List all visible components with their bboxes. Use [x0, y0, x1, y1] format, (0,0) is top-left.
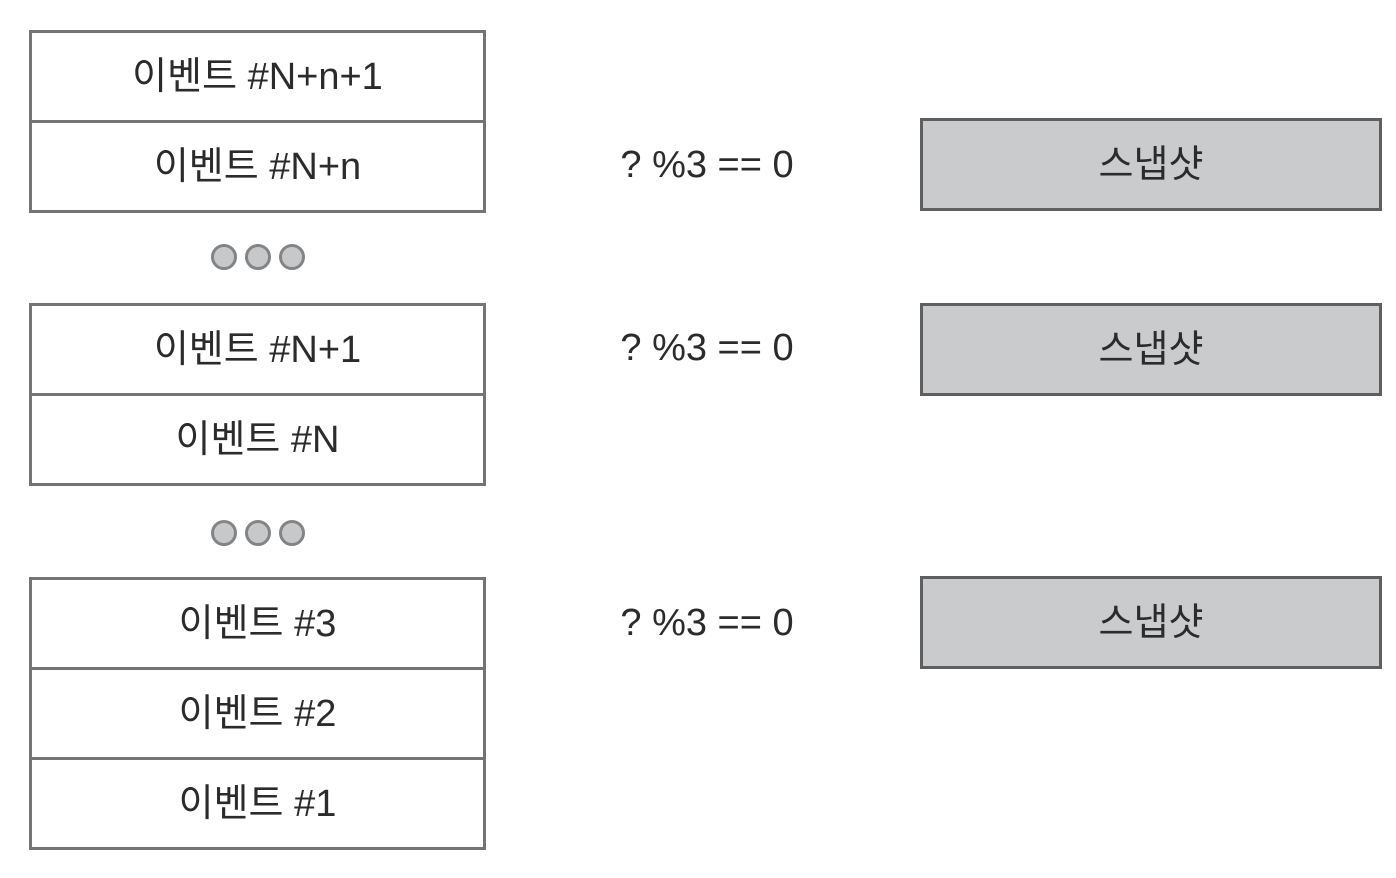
dot-icon: [211, 244, 237, 270]
dot-icon: [245, 244, 271, 270]
event-label: 이벤트 #N+1: [153, 328, 362, 371]
event-label: 이벤트 #N+n+1: [132, 55, 383, 98]
dot-icon: [279, 520, 305, 546]
event-stack-oldest: 이벤트 #3 이벤트 #2 이벤트 #1: [29, 577, 486, 850]
snapshot-label: 스냅샷: [1098, 143, 1204, 186]
event-label: 이벤트 #N: [175, 418, 340, 461]
event-label: 이벤트 #2: [178, 692, 337, 735]
event-box: 이벤트 #N+1: [29, 303, 486, 396]
snapshot-box: 스냅샷: [920, 303, 1382, 396]
condition-label: ? %3 == 0: [620, 601, 794, 644]
event-label: 이벤트 #N+n: [153, 145, 362, 188]
dot-icon: [279, 244, 305, 270]
three-dots-ellipsis-icon: [211, 244, 305, 270]
condition-label: ? %3 == 0: [620, 327, 794, 369]
event-label: 이벤트 #3: [178, 602, 337, 645]
event-stack-middle: 이벤트 #N+1 이벤트 #N: [29, 303, 486, 486]
event-box: 이벤트 #3: [29, 577, 486, 670]
snapshot-label: 스냅샷: [1098, 601, 1204, 644]
event-box: 이벤트 #N+n+1: [29, 30, 486, 123]
dot-icon: [211, 520, 237, 546]
snapshot-box: 스냅샷: [920, 118, 1382, 211]
event-box: 이벤트 #1: [29, 757, 486, 850]
three-dots-ellipsis-icon: [211, 520, 305, 546]
event-stack-newest: 이벤트 #N+n+1 이벤트 #N+n: [29, 30, 486, 213]
event-box: 이벤트 #N+n: [29, 120, 486, 213]
event-label: 이벤트 #1: [178, 782, 337, 825]
snapshot-box: 스냅샷: [920, 576, 1382, 669]
snapshot-label: 스냅샷: [1098, 328, 1204, 371]
event-box: 이벤트 #2: [29, 667, 486, 760]
condition-label: ? %3 == 0: [620, 144, 794, 186]
event-box: 이벤트 #N: [29, 393, 486, 486]
dot-icon: [245, 520, 271, 546]
